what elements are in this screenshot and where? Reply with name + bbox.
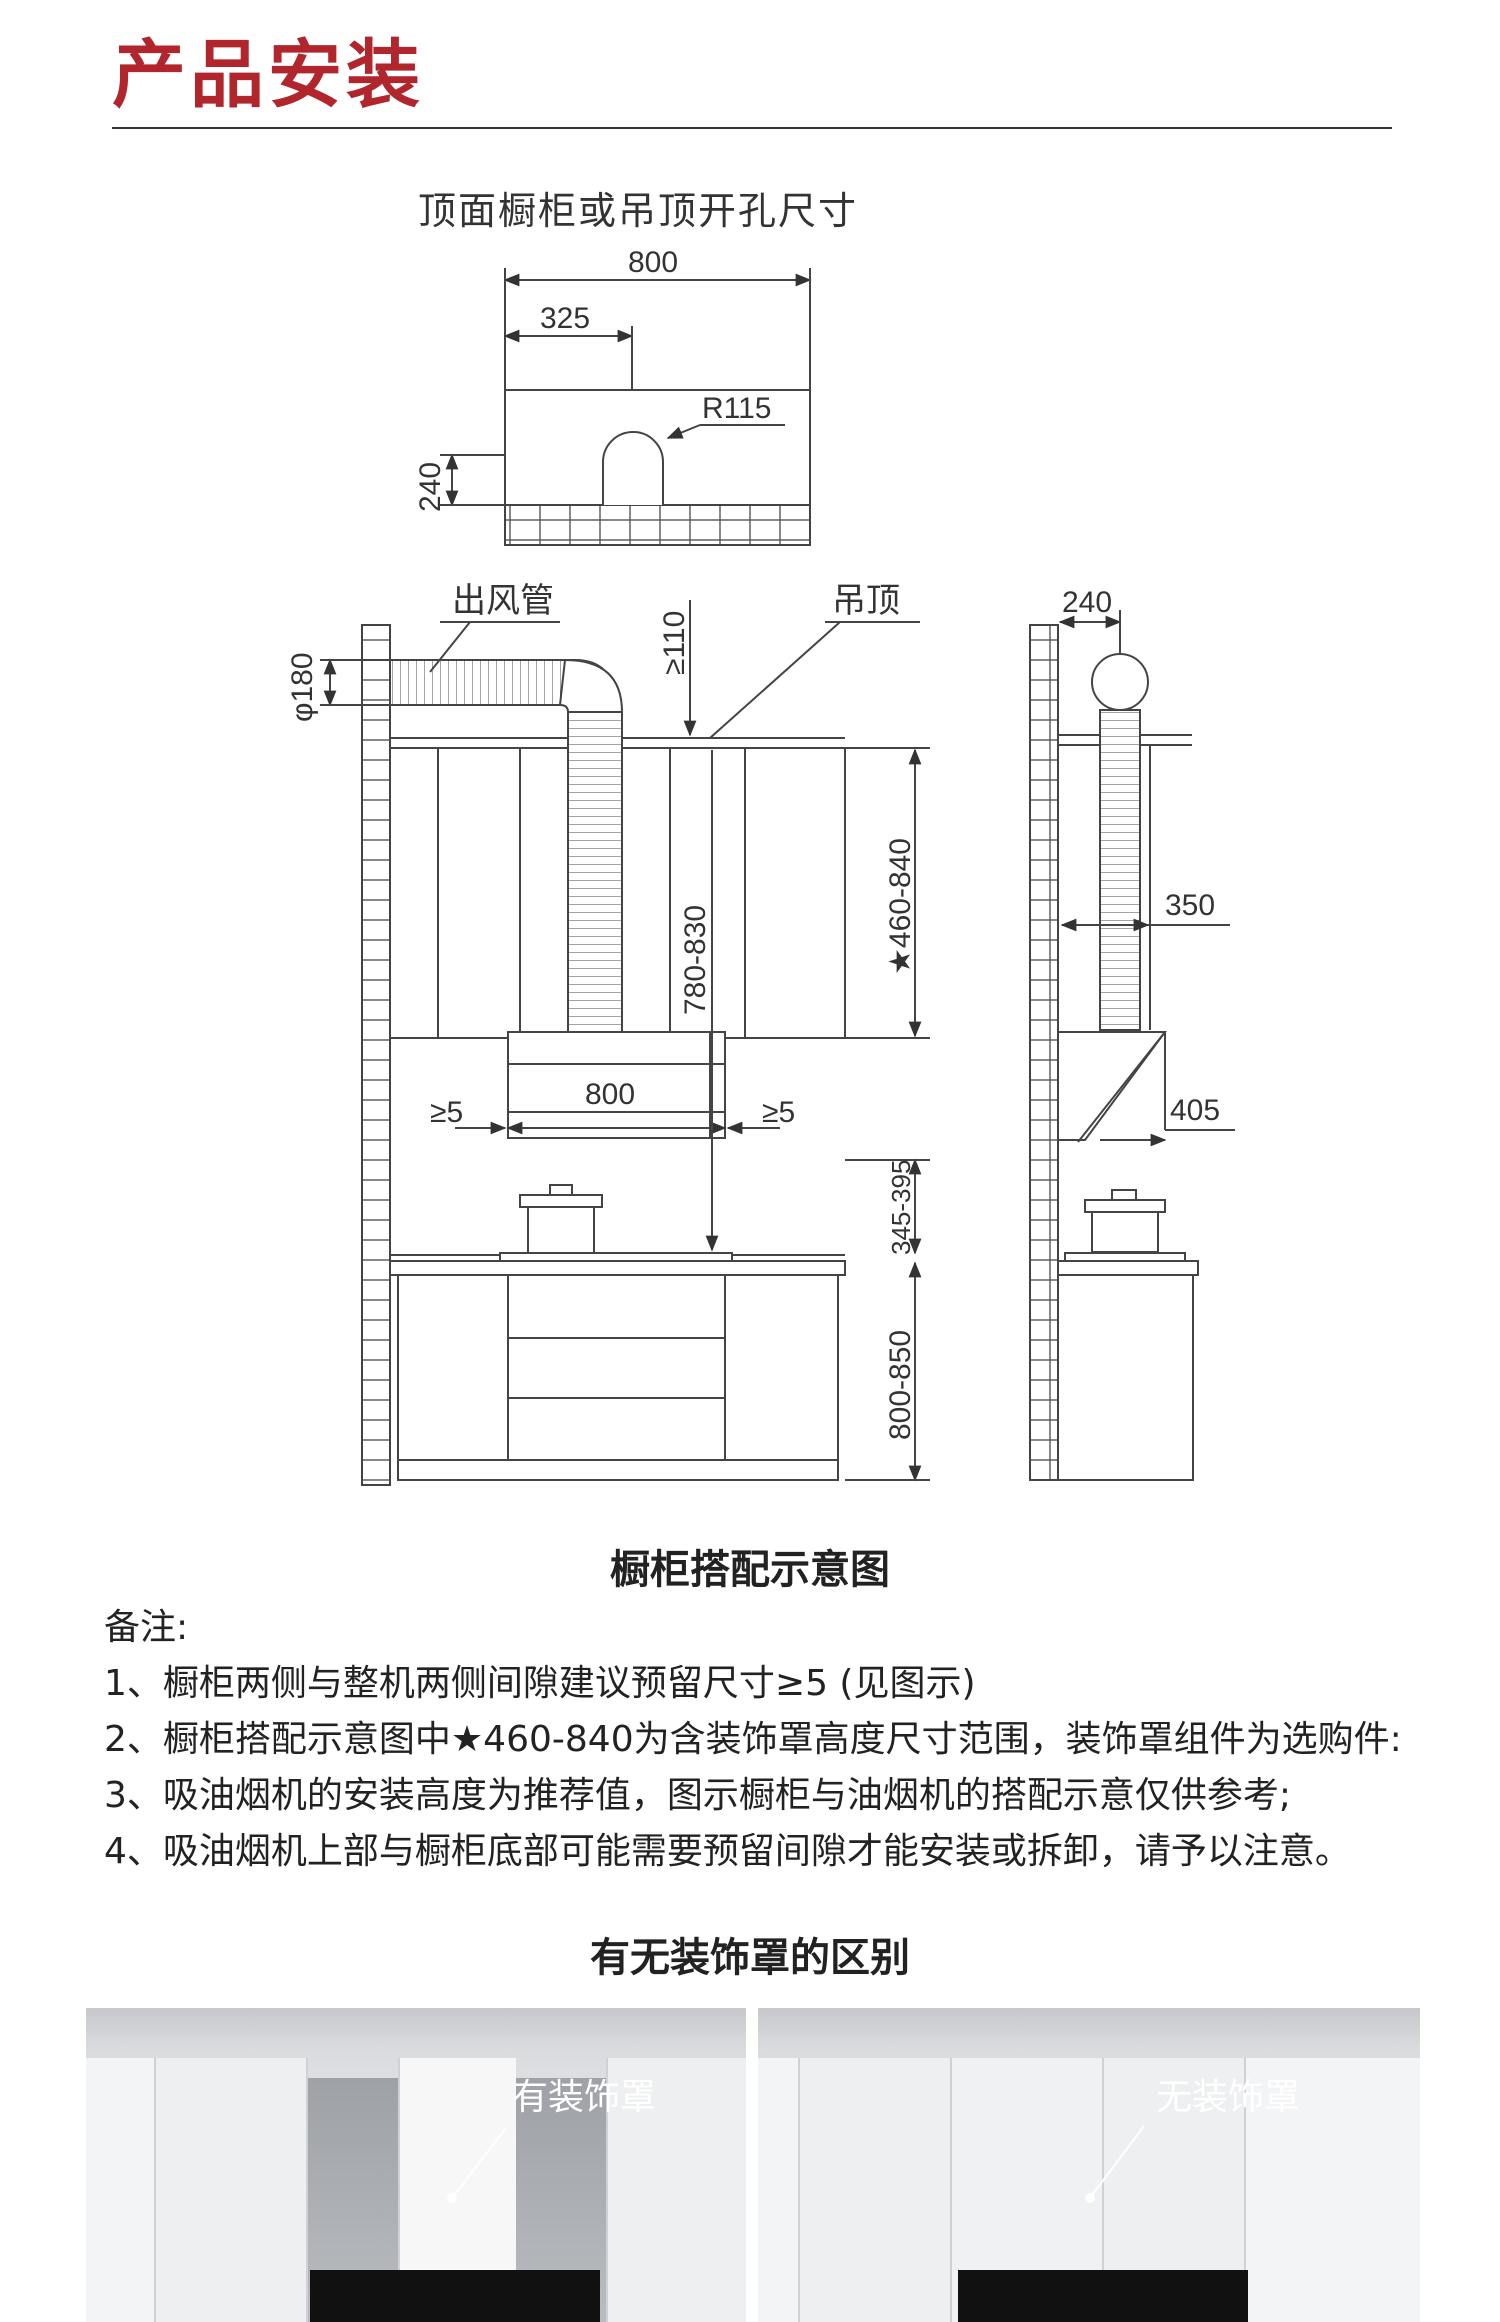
note-item: 4、吸油烟机上部与橱柜底部可能需要预留间隙才能安装或拆卸，请予以注意。 [104, 1831, 1351, 1872]
dim-stove-gap: 345-395 [886, 1160, 916, 1255]
dim-side-top: 240 [1062, 586, 1112, 619]
photo-with-cover: 有装饰罩 [86, 2008, 746, 2322]
page-title: 产品安装 [112, 32, 424, 118]
dim-800-top: 800 [628, 246, 678, 279]
dim-side-depth: 350 [1165, 889, 1215, 922]
label-without-cover: 无装饰罩 [1156, 2077, 1301, 2118]
notes-heading: 备注: [104, 1607, 189, 1648]
dim-240-top: 240 [414, 462, 447, 512]
dim-cabinet-height: ★460-840 [884, 838, 917, 975]
label-duct: 出风管 [452, 582, 554, 620]
installation-diagram: 顶面橱柜或吊顶开孔尺寸 800 325 R115 240 [286, 191, 1235, 1486]
dim-side-hood: 405 [1170, 1094, 1220, 1127]
top-cutout-title: 顶面橱柜或吊顶开孔尺寸 [418, 191, 858, 233]
note-item: 2、橱柜搭配示意图中★460-840为含装饰罩高度尺寸范围，装饰罩组件为选购件: [104, 1719, 1402, 1760]
range-hood [958, 2270, 1248, 2322]
notes-section: 备注: 1、橱柜两侧与整机两侧间隙建议预留尺寸≥5 (见图示) 2、橱柜搭配示意… [104, 1600, 1402, 1880]
title-divider [112, 127, 1392, 129]
label-ceiling: 吊顶 [832, 582, 900, 620]
dim-gap-left: ≥5 [430, 1096, 463, 1129]
dim-hood-range: 780-830 [679, 905, 712, 1015]
dim-r115: R115 [702, 392, 772, 425]
dim-gap-right: ≥5 [762, 1096, 795, 1129]
photo-without-cover: 无装饰罩 [758, 2008, 1420, 2322]
dim-clearance-top: ≥110 [658, 611, 691, 675]
note-item: 3、吸油烟机的安装高度为推荐值，图示橱柜与油烟机的搭配示意仅供参考; [104, 1775, 1292, 1816]
dim-325: 325 [540, 302, 590, 335]
range-hood [310, 2270, 600, 2322]
dim-duct-diameter: φ180 [286, 652, 319, 722]
label-with-cover: 有装饰罩 [512, 2077, 657, 2118]
comparison-title: 有无装饰罩的区别 [590, 1935, 910, 1981]
note-item: 1、橱柜两侧与整机两侧间隙建议预留尺寸≥5 (见图示) [104, 1663, 976, 1704]
diagram-caption: 橱柜搭配示意图 [610, 1547, 890, 1593]
dim-hood-width: 800 [585, 1078, 635, 1111]
dim-counter-height: 800-850 [884, 1330, 917, 1440]
